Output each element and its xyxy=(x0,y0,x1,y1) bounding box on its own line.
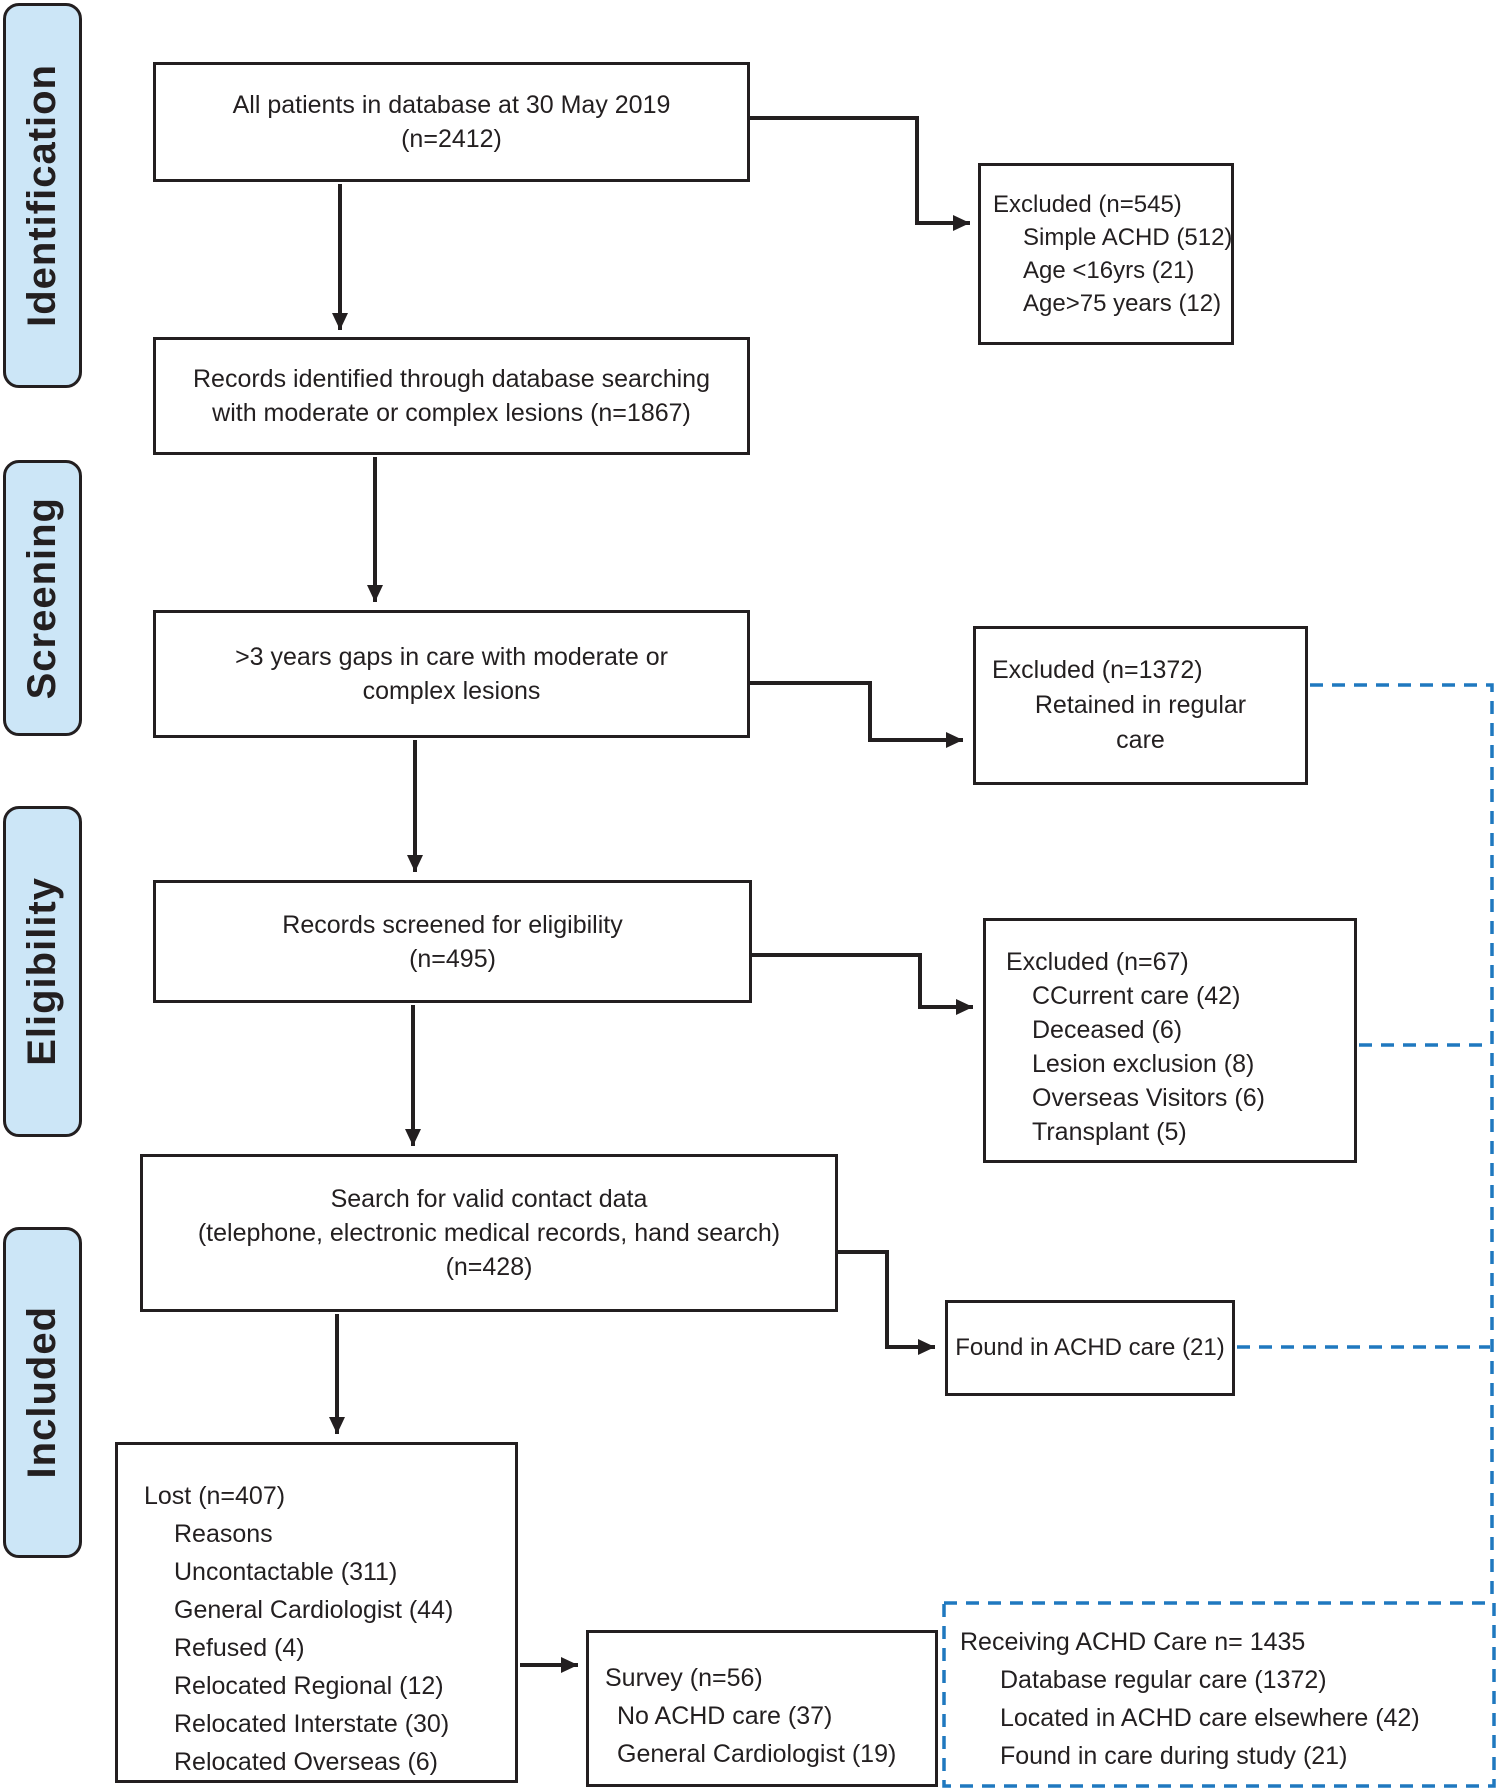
stage-label-eligibility: Eligibility xyxy=(20,877,64,1066)
box-excluded-545: Excluded (n=545) Simple ACHD (512) Age <… xyxy=(978,163,1234,345)
box-lost-item: Relocated Interstate (30) xyxy=(174,1710,450,1738)
stage-tab-included: Included xyxy=(3,1227,82,1558)
box-excluded-1372: Excluded (n=1372) Retained in regular ca… xyxy=(973,626,1308,785)
box-all-patients-count: (n=2412) xyxy=(401,125,502,153)
box-excluded-67-title: Excluded (n=67) xyxy=(1006,948,1189,976)
box-records-screened-count: (n=495) xyxy=(409,944,496,973)
box-excluded-67-item: Lesion exclusion (8) xyxy=(1032,1050,1255,1078)
box-found-in-achd-care: Found in ACHD care (21) xyxy=(945,1300,1235,1396)
box-lost-item: Uncontactable (311) xyxy=(174,1558,398,1586)
box-lost-item: General Cardiologist (44) xyxy=(174,1596,454,1624)
box-records-screened-line: Records screened for eligibility xyxy=(282,910,623,939)
box-survey-title: Survey (n=56) xyxy=(605,1664,763,1692)
box-excluded-67: Excluded (n=67) CCurrent care (42) Decea… xyxy=(983,918,1357,1163)
box-records-screened: Records screened for eligibility (n=495) xyxy=(153,880,752,1003)
box-lost-item: Reasons xyxy=(174,1520,273,1548)
box-lost-title: Lost (n=407) xyxy=(144,1482,286,1510)
box-all-patients: All patients in database at 30 May 2019 … xyxy=(153,62,750,182)
box-excluded-545-item: Simple ACHD (512) xyxy=(1023,224,1233,251)
box-contact-search-line: (telephone, electronic medical records, … xyxy=(197,1219,781,1247)
box-survey-item: No ACHD care (37) xyxy=(617,1702,833,1730)
box-records-identified-line: with moderate or complex lesions (n=1867… xyxy=(212,399,691,427)
arrow-search-to-found xyxy=(838,1250,935,1355)
box-care-gaps-line: complex lesions xyxy=(362,677,541,705)
stage-label-identification: Identification xyxy=(20,64,64,327)
box-excluded-1372-title: Excluded (n=1372) xyxy=(992,656,1203,684)
stage-tab-eligibility: Eligibility xyxy=(3,806,82,1137)
box-excluded-67-item: Deceased (6) xyxy=(1032,1016,1183,1044)
box-receiving-title: Receiving ACHD Care n= 1435 xyxy=(960,1628,1306,1656)
box-lost: Lost (n=407) Reasons Uncontactable (311)… xyxy=(115,1442,518,1783)
box-survey-item: General Cardiologist (19) xyxy=(617,1740,897,1768)
box-receiving-item: Located in ACHD care elsewhere (42) xyxy=(1000,1704,1420,1732)
box-lost-item: Refused (4) xyxy=(174,1634,305,1662)
box-receiving-item: Database regular care (1372) xyxy=(1000,1666,1327,1694)
box-found-in-achd-care-line: Found in ACHD care (21) xyxy=(955,1334,1225,1361)
box-excluded-1372-line: care xyxy=(1116,726,1165,754)
box-contact-search: Search for valid contact data (telephone… xyxy=(140,1154,838,1312)
box-receiving-achd-care: Receiving ACHD Care n= 1435 Database reg… xyxy=(944,1603,1494,1786)
box-excluded-545-item: Age <16yrs (21) xyxy=(1023,257,1195,284)
box-care-gaps-line: >3 years gaps in care with moderate or xyxy=(235,643,668,671)
box-contact-search-line: Search for valid contact data xyxy=(330,1185,648,1213)
box-all-patients-line: All patients in database at 30 May 2019 xyxy=(232,91,671,119)
box-contact-search-count: (n=428) xyxy=(445,1253,533,1281)
stage-tab-screening: Screening xyxy=(3,460,82,736)
box-lost-item: Relocated Overseas (6) xyxy=(174,1748,439,1776)
box-receiving-item: Found in care during study (21) xyxy=(1000,1742,1348,1770)
stage-tab-identification: Identification xyxy=(3,3,82,388)
box-excluded-1372-line: Retained in regular xyxy=(1034,691,1247,719)
box-survey: Survey (n=56) No ACHD care (37) General … xyxy=(586,1630,938,1787)
box-records-identified-line: Records identified through database sear… xyxy=(192,365,710,393)
box-care-gaps: >3 years gaps in care with moderate or c… xyxy=(153,610,750,738)
arrow-allpatients-to-excluded545 xyxy=(750,116,970,231)
stage-label-included: Included xyxy=(20,1306,64,1479)
box-excluded-67-item: Transplant (5) xyxy=(1032,1118,1187,1146)
box-excluded-545-title: Excluded (n=545) xyxy=(993,191,1182,218)
box-excluded-67-item: Overseas Visitors (6) xyxy=(1032,1084,1265,1112)
arrow-gaps-to-excluded1372 xyxy=(750,681,963,748)
box-excluded-67-item: CCurrent care (42) xyxy=(1032,982,1241,1010)
box-records-identified: Records identified through database sear… xyxy=(153,337,750,455)
arrow-screened-to-excluded67 xyxy=(752,953,973,1015)
box-excluded-545-item: Age>75 years (12) xyxy=(1023,290,1222,317)
stage-label-screening: Screening xyxy=(20,496,64,700)
box-lost-item: Relocated Regional (12) xyxy=(174,1672,444,1700)
